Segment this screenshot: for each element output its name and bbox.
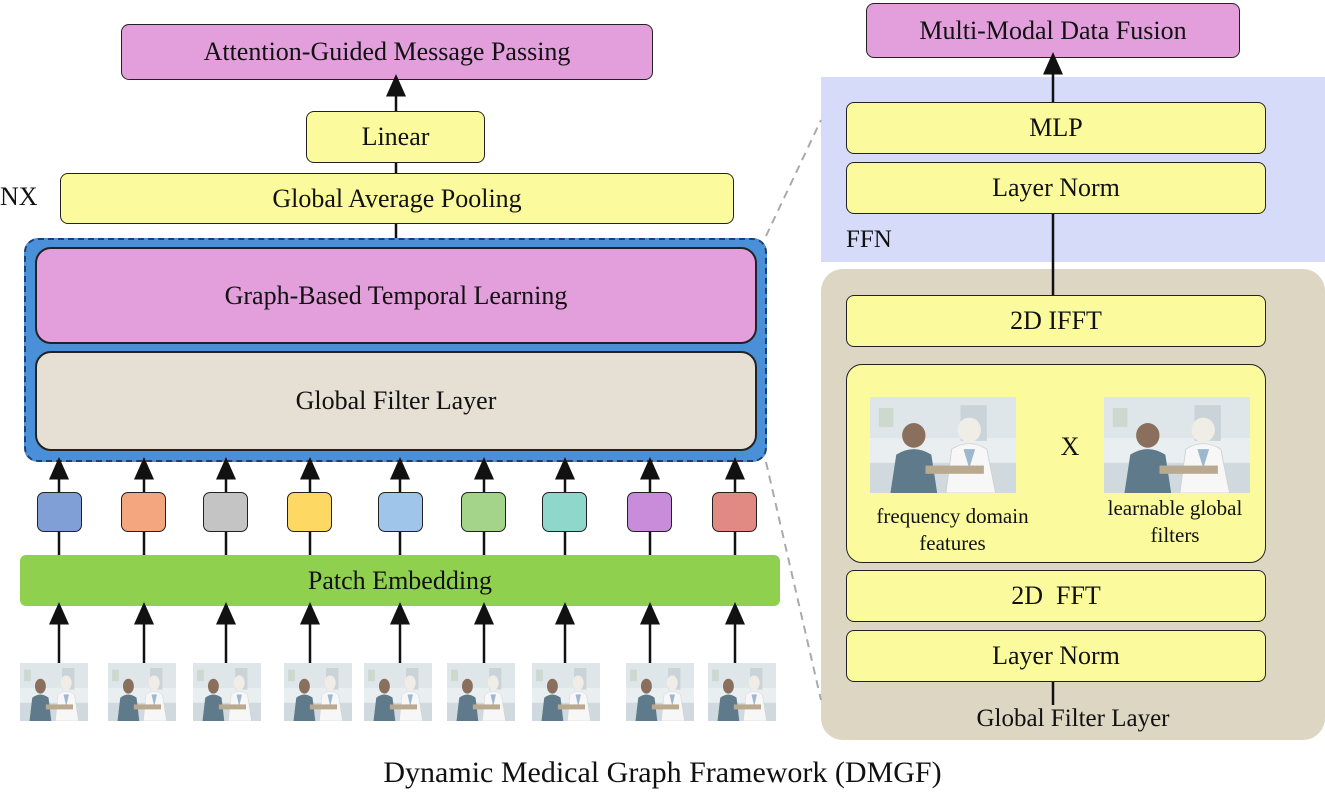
ffn-label: FFN [846, 226, 892, 253]
layer-norm-bottom-label: Layer Norm [992, 641, 1120, 670]
mlp-box: MLP [846, 102, 1266, 154]
fft-label: 2D FFT [1011, 581, 1101, 610]
layer-norm-top-label: Layer Norm [992, 173, 1120, 202]
layer-norm-bottom-box: Layer Norm [846, 630, 1266, 682]
ifft-box: 2D IFFT [846, 295, 1266, 347]
attention-guided-message-passing-box: Attention-Guided Message Passing [121, 24, 653, 80]
linear-box: Linear [306, 111, 485, 163]
frequency-caption-line-1: frequency domain [876, 504, 1029, 528]
nx-label: NX [0, 182, 38, 211]
graph-based-temporal-learning-box: Graph-Based Temporal Learning [35, 247, 757, 344]
global-average-pooling-label: Global Average Pooling [272, 183, 522, 213]
input-image-patch-2 [108, 663, 176, 721]
patch-token-1 [37, 492, 82, 532]
patch-token-8 [627, 492, 672, 532]
patch-token-3 [203, 492, 248, 532]
fft-box: 2D FFT [846, 570, 1266, 622]
patch-embedding-label: Patch Embedding [307, 565, 493, 595]
global-filter-layer-panel-label: Global Filter Layer [976, 705, 1170, 732]
input-image-patch-4 [284, 663, 352, 721]
filters-caption-line-1: learnable global [1107, 496, 1243, 520]
patch-token-2 [121, 492, 166, 532]
graph-based-temporal-learning-label: Graph-Based Temporal Learning [224, 280, 568, 310]
patch-token-6 [461, 492, 506, 532]
input-image-patch-1 [20, 663, 88, 721]
global-filter-layer-label: Global Filter Layer [295, 386, 497, 415]
frequency-domain-features-image [870, 397, 1016, 493]
mlp-label: MLP [1029, 113, 1083, 142]
input-image-patch-9 [708, 663, 776, 721]
layer-norm-top-box: Layer Norm [846, 162, 1266, 214]
figure-caption: Dynamic Medical Graph Framework (DMGF) [383, 756, 942, 789]
input-image-patch-7 [532, 663, 600, 721]
frequency-caption-line-2: features [919, 531, 986, 555]
learnable-global-filters-image [1104, 397, 1250, 493]
multiply-symbol: X [1060, 432, 1080, 461]
input-image-patch-8 [626, 663, 694, 721]
linear-label: Linear [361, 122, 430, 151]
patch-embedding-bar: Patch Embedding [20, 555, 780, 606]
global-filter-layer-box: Global Filter Layer [35, 351, 757, 451]
patch-token-4 [287, 492, 332, 532]
filters-caption-line-2: filters [1150, 523, 1200, 547]
patch-token-5 [378, 492, 423, 532]
attention-guided-message-passing-label: Attention-Guided Message Passing [203, 37, 571, 66]
patch-token-7 [542, 492, 587, 532]
input-image-patch-6 [447, 663, 515, 721]
input-image-patch-5 [364, 663, 432, 721]
frequency-domain-features-caption: frequency domain features [855, 503, 1050, 557]
zoom-guide-bottom [765, 461, 822, 701]
patch-token-9 [712, 492, 757, 532]
global-average-pooling-box: Global Average Pooling [60, 173, 734, 224]
multi-modal-data-fusion-box: Multi-Modal Data Fusion [866, 3, 1240, 58]
ifft-label: 2D IFFT [1010, 306, 1102, 335]
multi-modal-data-fusion-label: Multi-Modal Data Fusion [919, 15, 1187, 45]
zoom-guide-top [765, 119, 822, 237]
input-image-patch-3 [193, 663, 261, 721]
learnable-global-filters-caption: learnable global filters [1080, 495, 1270, 549]
